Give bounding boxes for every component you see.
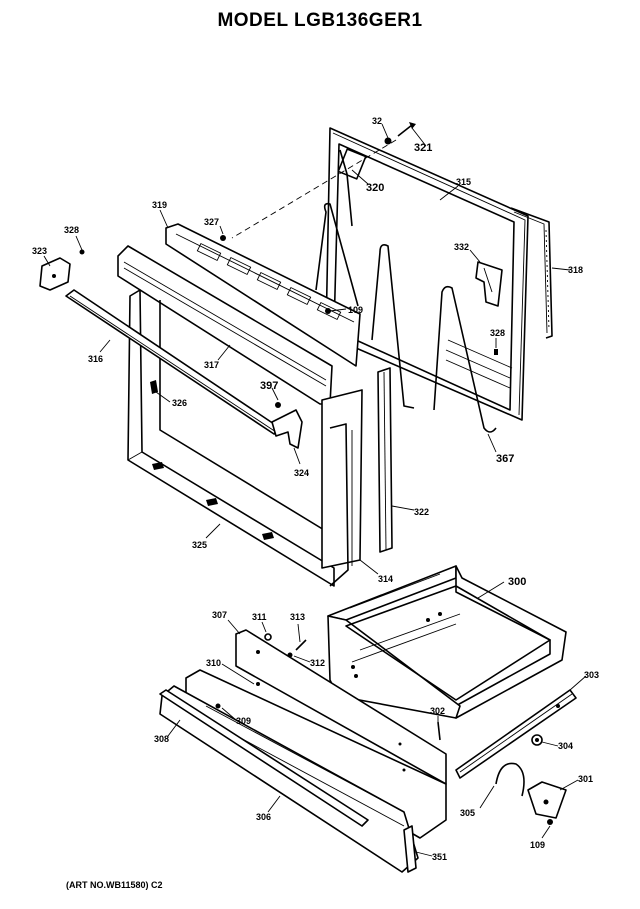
callout-labels: 32 321 320 315 318 319 327 328 323 332 3… (32, 116, 599, 862)
callout-109-bottom: 109 (530, 840, 545, 850)
drawer-front (159, 629, 447, 873)
callout-327: 327 (204, 217, 219, 227)
callout-309: 309 (236, 716, 251, 726)
callout-306: 306 (256, 812, 271, 822)
callout-328-top: 328 (64, 225, 79, 235)
door-inner-frame (117, 245, 335, 587)
callout-313: 313 (290, 612, 305, 622)
callout-315: 315 (456, 177, 471, 187)
callout-325: 325 (192, 540, 207, 550)
callout-323: 323 (32, 246, 47, 256)
callout-308: 308 (154, 734, 169, 744)
side-channel (377, 367, 393, 553)
callout-332: 332 (454, 242, 469, 252)
callout-310: 310 (206, 658, 221, 668)
art-number: (ART NO.WB11580) C2 (66, 880, 163, 890)
callout-320: 320 (366, 182, 384, 194)
callout-322: 322 (414, 507, 429, 517)
door-gasket (510, 207, 553, 339)
callout-32: 32 (372, 116, 382, 126)
hinge-wires (315, 149, 497, 433)
drawer-slide (455, 689, 577, 779)
callout-307: 307 (212, 610, 227, 620)
callout-314: 314 (378, 574, 393, 584)
callout-312: 312 (310, 658, 325, 668)
callout-303: 303 (584, 670, 599, 680)
callout-311: 311 (252, 612, 267, 622)
callout-305: 305 (460, 808, 475, 818)
callout-301: 301 (578, 774, 593, 784)
callout-319: 319 (152, 200, 167, 210)
callout-328-right: 328 (490, 328, 505, 338)
callout-300: 300 (508, 576, 526, 588)
callout-304: 304 (558, 741, 573, 751)
callout-316: 316 (88, 354, 103, 364)
callout-367: 367 (496, 453, 514, 465)
callout-318: 318 (568, 265, 583, 275)
callout-351: 351 (432, 852, 447, 862)
callout-326: 326 (172, 398, 187, 408)
drawer-body (327, 565, 567, 719)
callout-109-top: 109 (348, 305, 363, 315)
callout-397: 397 (260, 380, 278, 392)
leader-lines (43, 123, 587, 857)
page-title: MODEL LGB136GER1 (217, 10, 423, 31)
callout-317: 317 (204, 360, 219, 370)
callout-324: 324 (294, 468, 309, 478)
door-glass (321, 389, 363, 587)
callout-302: 302 (430, 706, 445, 716)
vent-trim (165, 223, 361, 367)
callout-321: 321 (414, 142, 432, 154)
